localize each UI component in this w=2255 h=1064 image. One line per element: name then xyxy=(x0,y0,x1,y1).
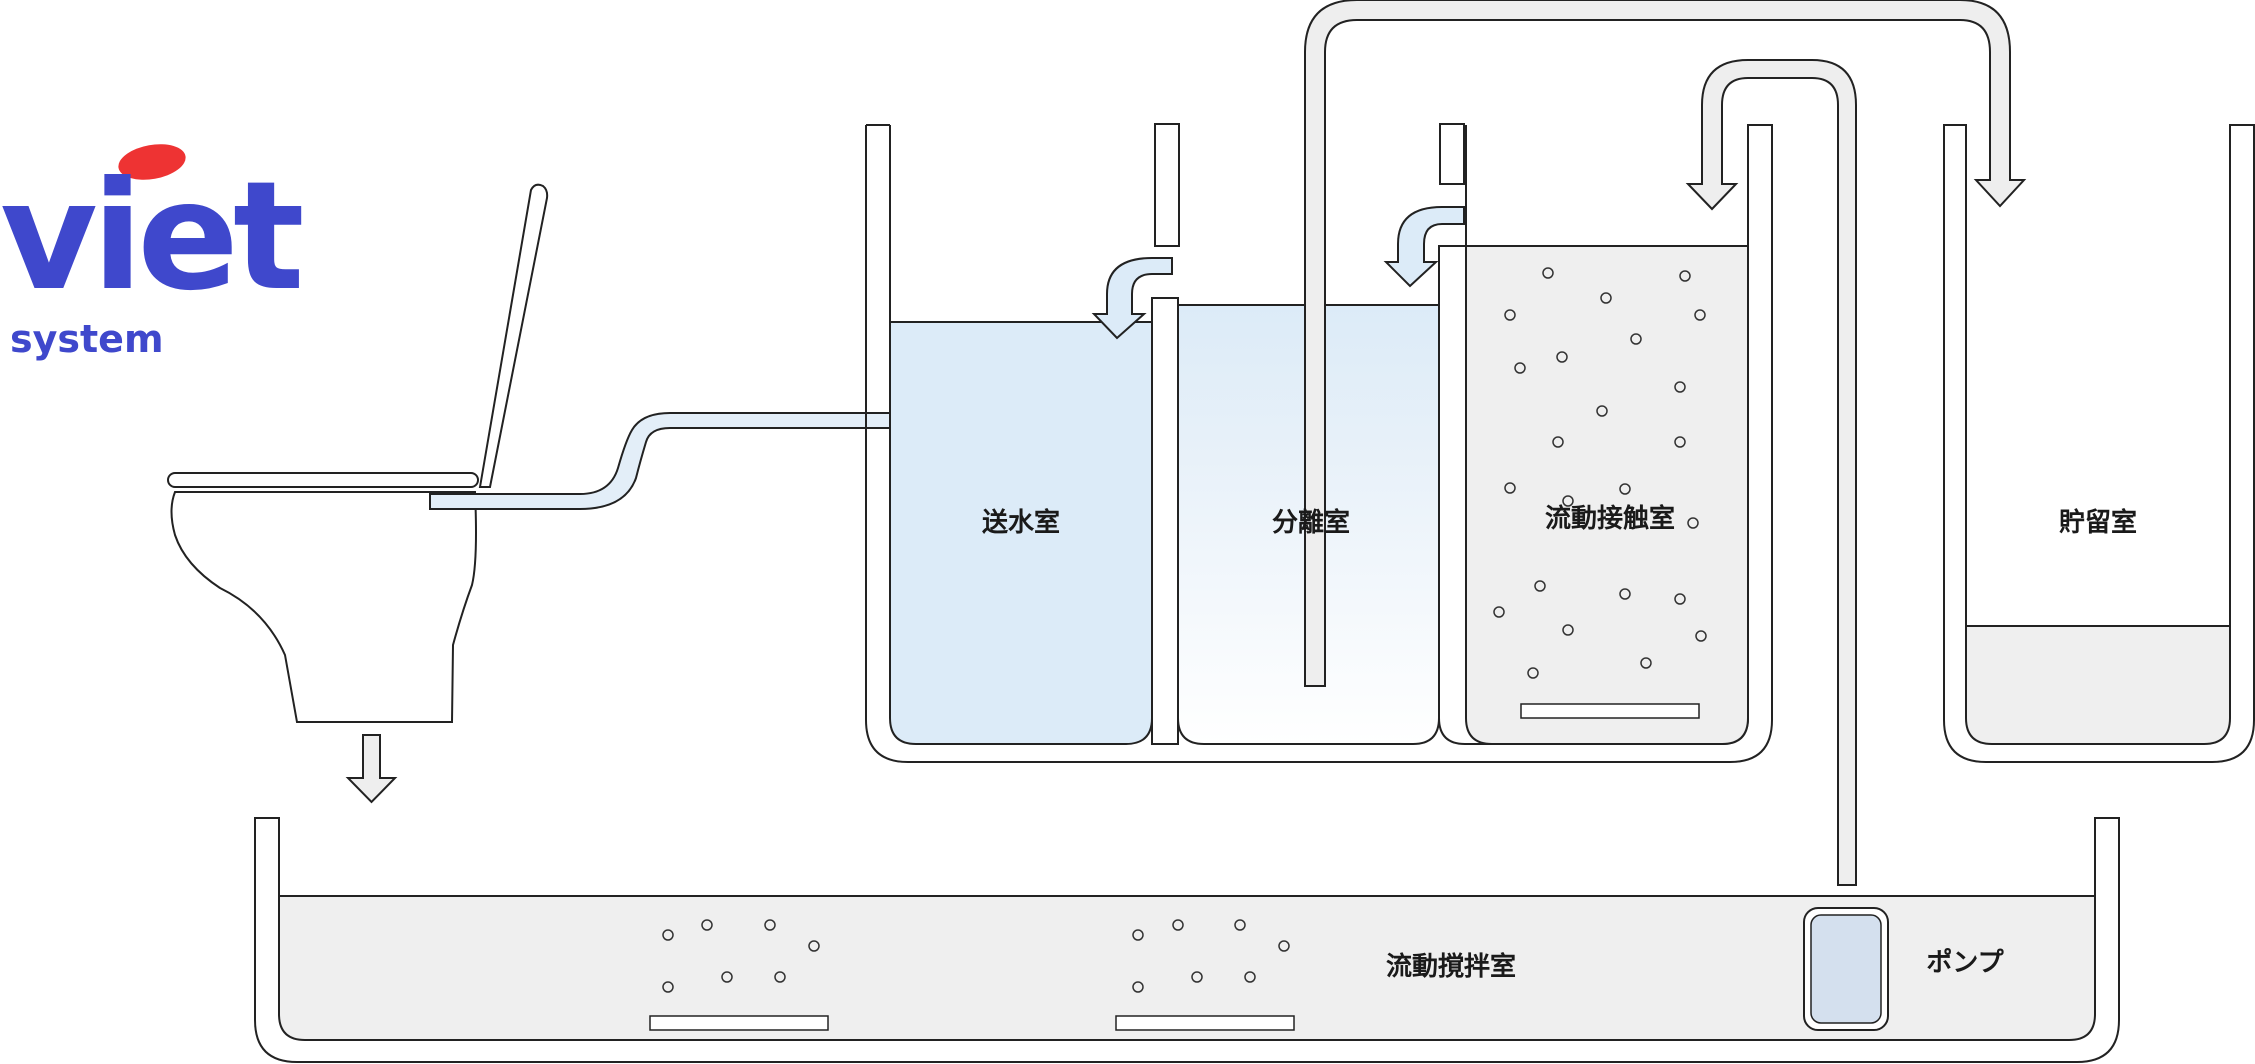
upper-tank-outer xyxy=(865,124,1773,763)
contact-diffuser xyxy=(1520,703,1700,719)
label-contact-chamber: 流動接触室 xyxy=(1545,503,1675,534)
pump-body xyxy=(1810,914,1882,1024)
logo-tagline: system xyxy=(10,317,164,361)
baffle-1-bottom xyxy=(1151,297,1179,745)
contact-bubbles xyxy=(1493,267,1707,679)
toilet-drain-arrow xyxy=(345,734,398,804)
agitation-tank xyxy=(254,817,2120,1063)
inlet-pipe xyxy=(429,412,901,510)
logo-dot xyxy=(118,144,186,180)
pump-riser-pipe xyxy=(1685,59,1857,886)
agitation-sludge xyxy=(279,896,2095,1040)
agitation-diffuser-1 xyxy=(649,1015,829,1031)
storage-tank-outer xyxy=(1943,124,2255,763)
label-pump: ポンプ xyxy=(1926,947,2004,978)
toilet-bowl xyxy=(170,491,477,723)
logo-wordmark: viet xyxy=(0,150,302,324)
label-agitation-chamber: 流動撹拌室 xyxy=(1386,951,1516,982)
label-storage-chamber: 貯留室 xyxy=(2059,507,2137,538)
overflow-arrow-1 xyxy=(1091,257,1173,340)
toilet xyxy=(167,183,549,723)
contact-chamber-media xyxy=(1465,245,1749,745)
baffle-1-top xyxy=(1154,123,1180,247)
storage-tank xyxy=(1943,124,2255,763)
agitation-diffuser-2 xyxy=(1115,1015,1295,1031)
overflow-arrow-2 xyxy=(1383,206,1465,288)
label-separation-chamber: 分離室 xyxy=(1272,507,1350,538)
agitation-bubbles xyxy=(662,919,1290,993)
agitation-tank-outer xyxy=(254,817,2120,1063)
baffle-2-top xyxy=(1439,123,1465,185)
return-pipe xyxy=(1304,0,2027,687)
storage-sludge xyxy=(1966,626,2230,744)
toilet-seat xyxy=(167,472,479,488)
toilet-lid xyxy=(478,183,549,488)
label-feed-chamber: 送水室 xyxy=(982,507,1060,538)
viet-system-logo: viet system xyxy=(0,144,308,361)
